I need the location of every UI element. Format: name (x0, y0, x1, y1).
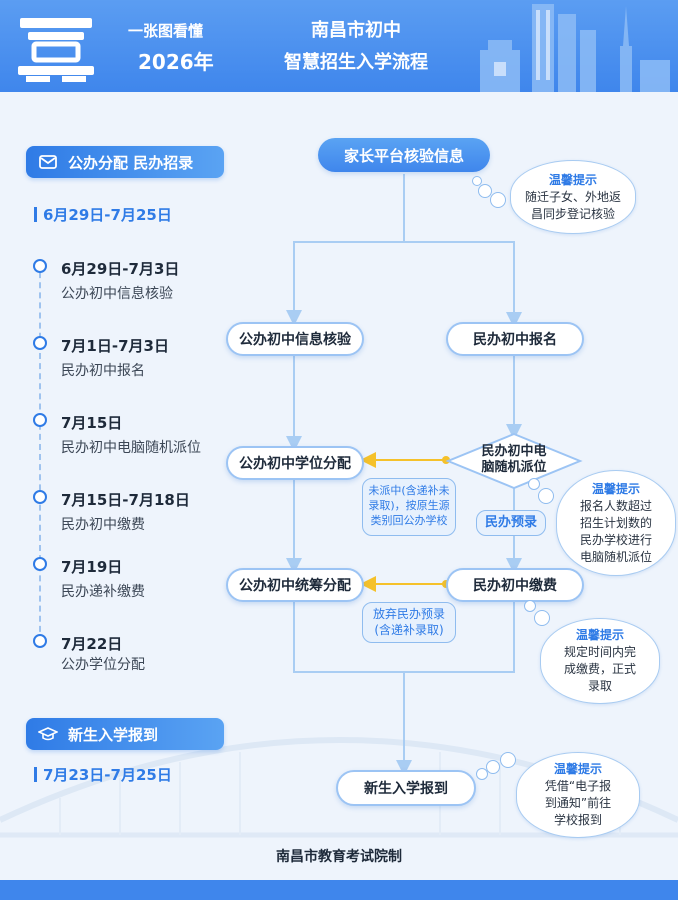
timeline-desc: 民办初中报名 (61, 363, 145, 379)
date-range-enrollment: 7月23日-7月25日 (34, 764, 172, 785)
tip-cloud-2: 温馨提示 报名人数超过 招生计划数的 民办学校进行 电脑随机派位 (556, 470, 676, 576)
node-enroll: 新生入学报到 (336, 770, 476, 806)
tip-cloud-1: 温馨提示 随迁子女、外地返 昌同步登记核验 (510, 160, 636, 234)
envelope-icon (39, 155, 57, 169)
timeline-date: 7月19日 (61, 558, 123, 576)
node-private-signup: 民办初中报名 (446, 322, 584, 356)
node-public-verify: 公办初中信息核验 (226, 322, 364, 356)
node-private-pay: 民办初中缴费 (446, 568, 584, 602)
header-subtitle: 一张图看懂 (128, 22, 204, 40)
timeline-dot (33, 259, 47, 273)
tip-bubble (478, 184, 492, 198)
node-lottery: 民办初中电 脑随机派位 (481, 444, 547, 475)
tip-bubble (534, 610, 550, 626)
graduation-cap-icon (38, 727, 58, 741)
timeline-dot (33, 413, 47, 427)
timeline-date: 7月15日 (61, 414, 123, 432)
node-public-assign: 公办初中学位分配 (226, 446, 364, 480)
timeline-dot (33, 336, 47, 350)
label-private-preadmit: 民办预录 (476, 510, 546, 536)
timeline-dot (33, 557, 47, 571)
timeline-date: 6月29日-7月3日 (61, 260, 180, 278)
section-enrollment: 新生入学报到 (26, 718, 224, 750)
timeline-dot (33, 634, 47, 648)
timeline-desc: 公办初中信息核验 (61, 286, 173, 302)
tip-bubble (472, 176, 482, 186)
bottom-bar (0, 880, 678, 900)
header-title-line1: 南昌市初中 (311, 20, 401, 41)
skyline-icon (480, 4, 670, 92)
timeline-date: 7月22日 (61, 635, 123, 653)
timeline-date: 7月1日-7月3日 (61, 337, 169, 355)
tip-bubble (528, 478, 540, 490)
note-give-up: 放弃民办预录 (含递补录取) (362, 602, 456, 643)
tip-bubble (500, 752, 516, 768)
tip-bubble (486, 760, 500, 774)
footer-credit: 南昌市教育考试院制 (276, 849, 402, 865)
section-enrollment-label: 新生入学报到 (68, 725, 159, 744)
timeline-desc: 民办初中电脑随机派位 (61, 440, 201, 456)
logo-icon (18, 18, 94, 82)
timeline-date: 7月15日-7月18日 (61, 491, 190, 509)
timeline-line (39, 262, 41, 642)
section-public-private-label: 公办分配 民办招录 (68, 153, 194, 172)
tip-cloud-3: 温馨提示 规定时间内完 成缴费，正式 录取 (540, 618, 660, 704)
node-public-overall: 公办初中统筹分配 (226, 568, 364, 602)
timeline-desc: 公办学位分配 (61, 657, 145, 673)
header-year: 2026年 (138, 50, 214, 74)
timeline-desc: 民办初中缴费 (61, 517, 145, 533)
lottery-diamond (445, 432, 583, 490)
note-not-drawn: 未派中(含递补未 录取)，按原生源 类别回公办学校 (362, 478, 456, 536)
timeline-desc: 民办递补缴费 (61, 584, 145, 600)
tip-bubble (538, 488, 554, 504)
date-range-public-private: 6月29日-7月25日 (34, 204, 172, 225)
timeline-dot (33, 490, 47, 504)
tip-bubble (524, 600, 536, 612)
header-banner: 一张图看懂 2026年 南昌市初中 智慧招生入学流程 (0, 0, 678, 92)
tip-bubble (476, 768, 488, 780)
node-parent-verify: 家长平台核验信息 (318, 138, 490, 172)
tip-bubble (490, 192, 506, 208)
section-public-private: 公办分配 民办招录 (26, 146, 224, 178)
tip-cloud-4: 温馨提示 凭借“电子报 到通知”前往 学校报到 (516, 752, 640, 838)
header-title-line2: 智慧招生入学流程 (284, 52, 428, 73)
